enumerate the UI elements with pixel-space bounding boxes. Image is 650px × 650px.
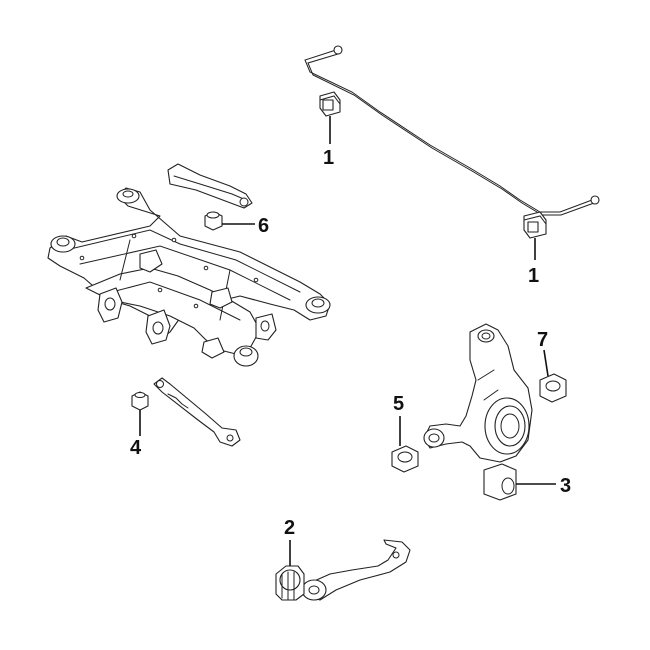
callout-4: 4 [130, 437, 142, 459]
toe-link [153, 377, 241, 447]
callout-6: 6 [258, 215, 269, 237]
stabilizer-bushing-lower [523, 211, 547, 239]
stabilizer-bar [304, 45, 600, 216]
subframe [47, 187, 331, 367]
bushing-7 [539, 373, 567, 403]
bushing-2 [275, 565, 305, 601]
bushing-4 [131, 391, 149, 411]
trailing-arm [301, 539, 411, 601]
callout-7: 7 [537, 329, 548, 351]
callout-3: 3 [560, 475, 571, 497]
callout-1-lower: 1 [528, 265, 539, 287]
callout-2: 2 [284, 517, 295, 539]
knuckle [423, 323, 533, 463]
bushing-5 [391, 445, 419, 473]
stabilizer-bushing-upper [319, 91, 341, 117]
bushing-6 [204, 211, 223, 231]
leader-7 [543, 349, 549, 377]
bushing-3 [483, 463, 517, 501]
callout-5: 5 [393, 393, 404, 415]
callout-1-upper: 1 [323, 147, 334, 169]
upper-control-arm [167, 163, 253, 209]
